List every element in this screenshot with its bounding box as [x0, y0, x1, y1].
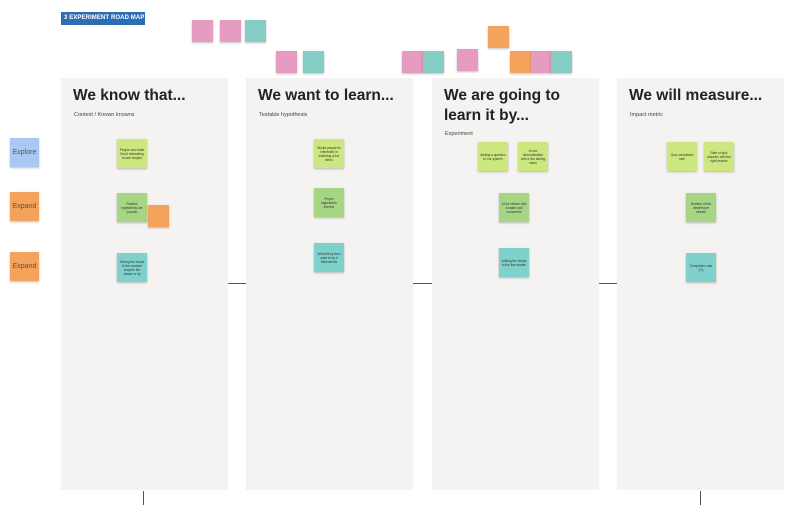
sticky-note-pink[interactable] — [457, 49, 478, 71]
sticky-note[interactable]: Feature ingredients are popular — [117, 193, 147, 222]
sticky-note[interactable]: Completion rate (%) — [686, 253, 716, 282]
column-subheading: Impact metric — [630, 112, 664, 118]
column-heading: We are going to learn it by... — [444, 87, 560, 124]
sticky-note[interactable]: Adding the recipe to the live stream — [499, 248, 529, 277]
sticky-note-teal[interactable] — [245, 20, 266, 42]
connector-line — [228, 283, 246, 284]
column-heading: We know that... — [73, 87, 186, 104]
column-heading: We will measure... — [629, 87, 763, 104]
sticky-note-orange[interactable] — [488, 26, 509, 48]
column-heading: We want to learn... — [258, 87, 394, 104]
side-tag-expand[interactable]: Expand — [10, 252, 39, 281]
sticky-note[interactable]: Quiz completion rate — [667, 142, 697, 171]
column-subheading: Context / Known knowns — [74, 112, 135, 118]
side-tag-expand[interactable]: Expand — [10, 192, 39, 221]
sticky-note[interactable]: A new demonstration with a live baking v… — [518, 142, 548, 171]
column-we-will-measure[interactable]: We will measure... Impact metric Quiz co… — [617, 78, 784, 490]
sticky-note-orange[interactable] — [148, 205, 169, 227]
sticky-note[interactable]: Would people be interested in watching a… — [314, 139, 344, 168]
sticky-note[interactable]: People who bake find it interesting to s… — [117, 139, 147, 168]
connector-line — [413, 283, 432, 284]
sticky-note-teal[interactable] — [303, 51, 324, 73]
sticky-note[interactable]: A live stream with a baker and comments — [499, 193, 529, 222]
side-tag-explore[interactable]: Explore — [10, 138, 39, 167]
connector-line — [700, 491, 701, 505]
connector-line — [143, 491, 144, 505]
column-subheading: Experiment — [445, 131, 473, 137]
sticky-note-pink[interactable] — [531, 51, 552, 73]
sticky-note-pink[interactable] — [276, 51, 297, 73]
column-we-want-to-learn[interactable]: We want to learn... Testable hypothesis … — [246, 78, 413, 490]
sticky-note[interactable]: Would they then want to try it themselve… — [314, 243, 344, 272]
sticky-note-pink[interactable] — [402, 51, 423, 73]
sticky-note-teal[interactable] — [551, 51, 572, 73]
sticky-note[interactable]: Seeing the recipe in the moment inspires… — [117, 253, 147, 282]
sticky-note-pink[interactable] — [220, 20, 241, 42]
sticky-note[interactable]: Number of live viewers per stream — [686, 193, 716, 222]
connector-line — [599, 283, 617, 284]
roadmap-title-tag[interactable]: 3 EXPERIMENT ROAD MAP — [61, 12, 145, 25]
column-we-are-going-to-learn-it-by[interactable]: We are going to learn it by... Experimen… — [432, 78, 599, 490]
sticky-note[interactable]: Proper ingredients interest — [314, 188, 344, 217]
sticky-note-orange[interactable] — [510, 51, 531, 73]
sticky-note-teal[interactable] — [423, 51, 444, 73]
sticky-note[interactable]: Adding a question to our system — [478, 142, 508, 171]
sticky-note-pink[interactable] — [192, 20, 213, 42]
sticky-note[interactable]: Rate of quiz answers with the right answ… — [704, 142, 734, 171]
column-subheading: Testable hypothesis — [259, 112, 308, 118]
column-we-know-that[interactable]: We know that... Context / Known knowns P… — [61, 78, 228, 490]
